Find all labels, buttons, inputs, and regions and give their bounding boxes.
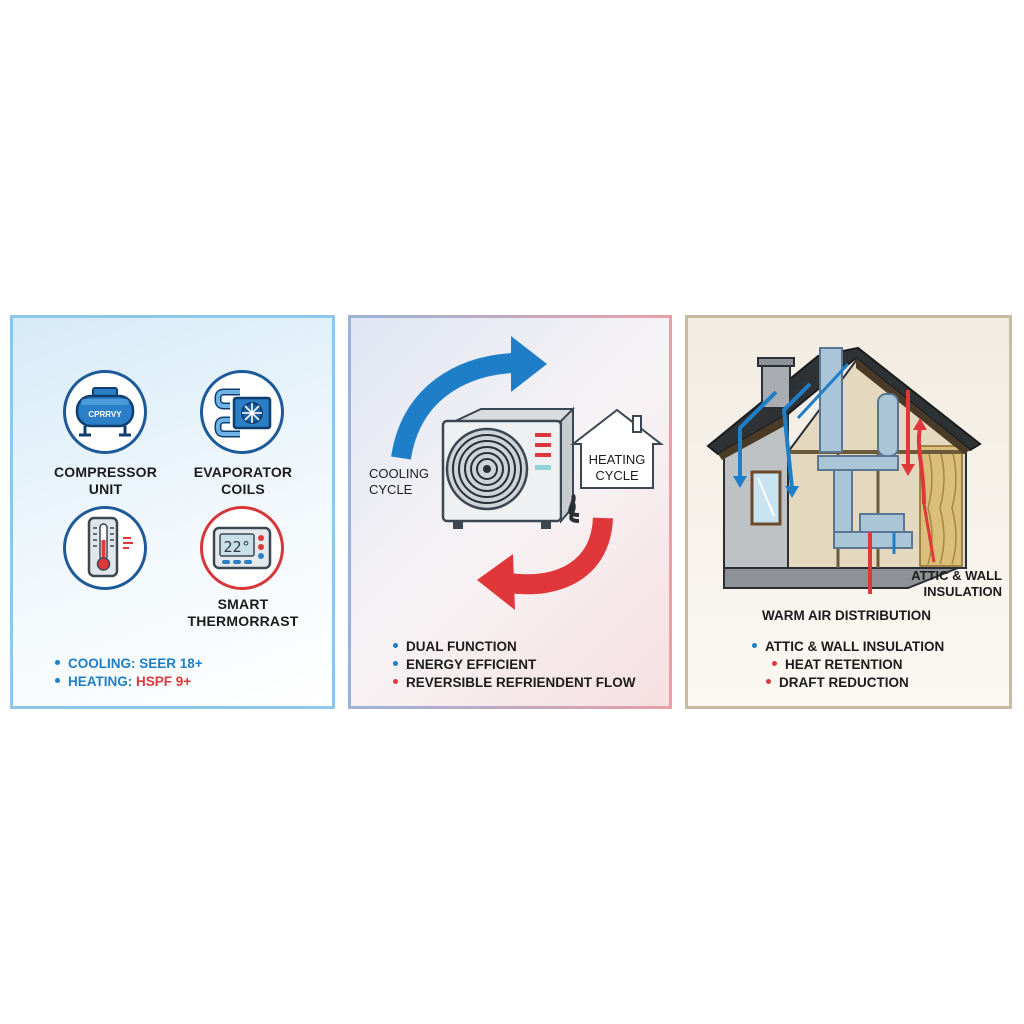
heating-house-icon	[570, 408, 664, 489]
feature-bullet-dual-function-text: DUAL FUNCTION	[406, 639, 517, 654]
components-panel: CPRRVY COMPRESSOR UNIT EVAPORATOR COILS …	[10, 315, 335, 709]
heating-cycle-label: HEATING CYCLE	[588, 452, 646, 483]
house-bullet-heat-retention: HEAT RETENTION	[772, 656, 903, 674]
feature-bullet-reversible-flow-text: REVERSIBLE REFRIENDENT FLOW	[406, 675, 636, 690]
house-distribution-panel: ATTIC & WALL INSULATION WARM AIR DISTRIB…	[685, 315, 1012, 709]
spec-bullet-cooling-prefix: COOLING:	[68, 656, 140, 671]
house-cutaway-illustration	[706, 346, 982, 594]
spec-bullet-heating: HEATING: HSPF 9+	[55, 673, 191, 691]
spec-bullet-cooling: COOLING: SEER 18+	[55, 655, 203, 673]
spec-bullet-heating-prefix: HEATING:	[68, 674, 136, 689]
house-bullet-insulation-text: ATTIC & WALL INSULATION	[765, 639, 945, 654]
house-bullet-heat-retention-text: HEAT RETENTION	[785, 657, 903, 672]
insulation-callout-label: ATTIC & WALL INSULATION	[911, 568, 1002, 599]
compressor-label: COMPRESSOR UNIT	[53, 464, 158, 497]
evaporator-label: EVAPORATOR COILS	[193, 464, 293, 497]
feature-bullet-reversible-flow: REVERSIBLE REFRIENDENT FLOW	[393, 674, 636, 692]
thermostat-icon	[212, 526, 272, 570]
warm-air-distribution-label: WARM AIR DISTRIBUTION	[762, 608, 931, 623]
thermometer-icon	[87, 516, 133, 578]
feature-bullet-energy-efficient: ENERGY EFFICIENT	[393, 656, 536, 674]
house-bullet-draft-reduction: DRAFT REDUCTION	[766, 674, 909, 692]
thermostat-label: SMART THERMORRAST	[187, 596, 299, 629]
cooling-cycle-arrow	[391, 336, 613, 610]
spec-bullet-cooling-value: SEER 18+	[139, 656, 203, 671]
evaporator-coil-icon	[214, 388, 272, 438]
heat-pump-cycle-panel: COOLING CYCLE HEATING CYCLE DUAL FUNCTIO…	[348, 315, 672, 709]
thermostat-display: 22°	[223, 538, 251, 556]
feature-bullet-dual-function: DUAL FUNCTION	[393, 638, 517, 656]
compressor-tank-text: CPRRVY	[88, 410, 122, 419]
spec-bullet-heating-value: HSPF 9+	[136, 674, 192, 689]
house-bullet-draft-reduction-text: DRAFT REDUCTION	[779, 675, 909, 690]
feature-bullet-energy-efficient-text: ENERGY EFFICIENT	[406, 657, 537, 672]
house-bullet-insulation: ATTIC & WALL INSULATION	[752, 638, 944, 656]
cooling-cycle-label: COOLING CYCLE	[369, 466, 429, 497]
outdoor-heat-pump-unit	[441, 406, 579, 529]
compressor-icon	[75, 387, 135, 437]
